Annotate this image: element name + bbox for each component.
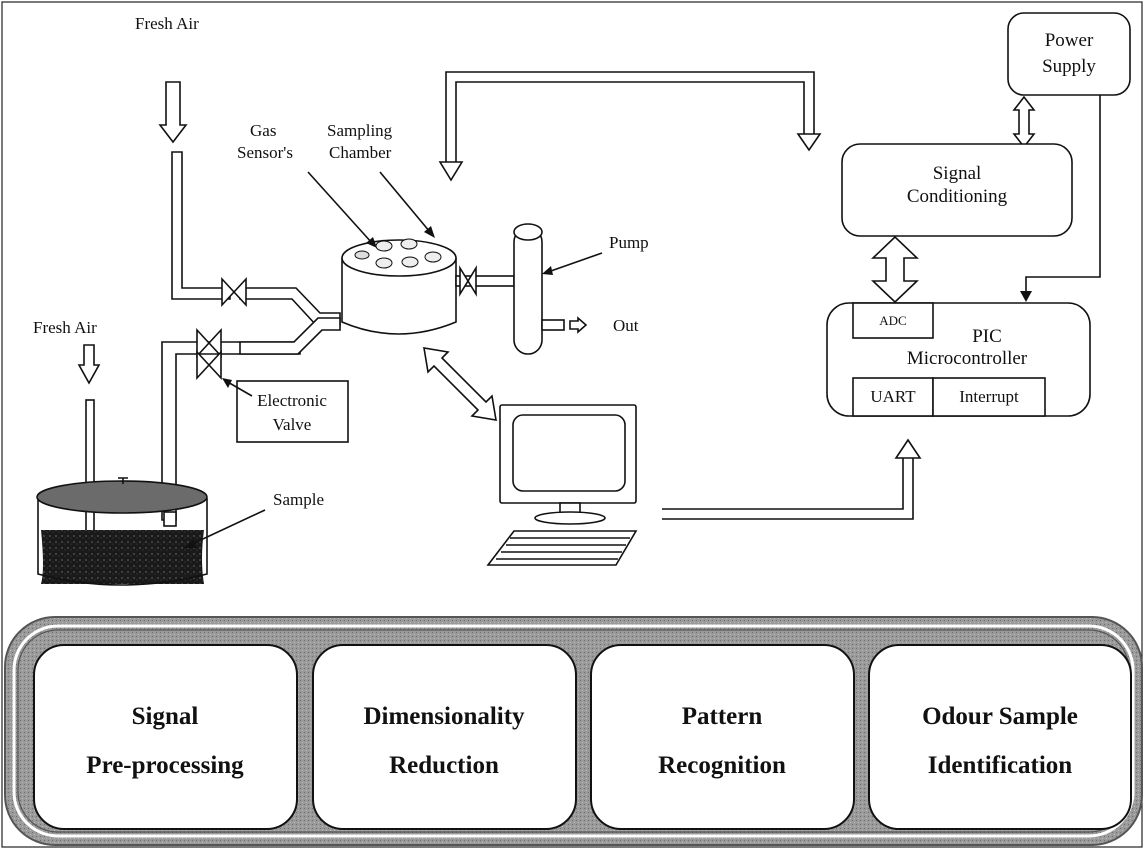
sampling-chamber-label-2: Chamber: [329, 143, 392, 162]
stage-signal-preprocessing: Signal Pre-processing: [33, 644, 298, 830]
stage-1-label-line1: Signal: [132, 703, 199, 730]
computer: [486, 404, 638, 566]
power-pic-line: [1020, 95, 1101, 302]
merge-pipes: [239, 287, 341, 355]
sampling-chamber: [341, 238, 457, 335]
sample-pointer: [184, 509, 266, 548]
gas-sensor-label-2: Sensor's: [237, 143, 293, 162]
stage-2-label-line2: Reduction: [389, 752, 499, 779]
pic-microcontroller-box: ADC PIC Microcontroller UART Interrupt: [826, 302, 1091, 417]
uart-label: UART: [870, 387, 916, 406]
stage-odour-sample-identification: Odour Sample Identification: [868, 644, 1132, 830]
gas-sensor-label-1: Gas: [250, 121, 276, 140]
valve-top: [221, 276, 247, 308]
fresh-air-left-arrow: [77, 344, 101, 385]
signal-conditioning-label-2: Conditioning: [907, 186, 1008, 207]
electronic-valve-label-1: Electronic: [257, 391, 327, 410]
pump-valve: [459, 265, 477, 297]
feedback-loop-arrow: [438, 71, 822, 182]
stage-dimensionality-reduction: Dimensionality Reduction: [312, 644, 577, 830]
adc-label: ADC: [879, 313, 906, 328]
interrupt-label: Interrupt: [959, 387, 1019, 406]
electronic-valve-pointer: [222, 378, 253, 397]
electronic-valve-box: Electronic Valve: [236, 380, 349, 443]
sampling-chamber-label-1: Sampling: [327, 121, 393, 140]
fresh-air-top-label: Fresh Air: [135, 14, 199, 33]
stage-4-label-line2: Identification: [928, 752, 1073, 779]
signal-conditioning-box: Signal Conditioning: [841, 143, 1073, 237]
stage-3-label-line2: Recognition: [658, 752, 786, 779]
pump: [513, 223, 588, 355]
valve-lower: [196, 327, 222, 381]
out-label: Out: [613, 316, 639, 335]
fresh-air-top-arrow: [158, 81, 188, 144]
pic-label-1: PIC: [972, 326, 1002, 347]
stage-1-label-line2: Pre-processing: [86, 752, 244, 779]
signal-pic-arrow: [871, 235, 919, 304]
sample-label: Sample: [273, 490, 324, 509]
top-inlet-pipe: [171, 151, 231, 300]
stage-4-label-line1: Odour Sample: [922, 703, 1078, 730]
stage-3-label-line1: Pattern: [682, 703, 763, 730]
fresh-air-left-label: Fresh Air: [33, 318, 97, 337]
sample-container: [36, 477, 208, 586]
signal-conditioning-label-1: Signal: [933, 163, 982, 184]
gas-sensor-pointer: [307, 171, 377, 248]
computer-pic-arrow: [662, 438, 922, 520]
stage-2-label-line1: Dimensionality: [363, 703, 525, 730]
power-supply-label-2: Supply: [1042, 56, 1096, 77]
stage-pattern-recognition: Pattern Recognition: [590, 644, 855, 830]
power-supply-label-1: Power: [1045, 30, 1094, 51]
power-signal-arrow: [1012, 95, 1036, 149]
pump-pointer: [542, 252, 603, 275]
power-supply-box: Power Supply: [1007, 12, 1131, 96]
pic-label-2: Microcontroller: [907, 348, 1028, 369]
pump-label: Pump: [609, 233, 649, 252]
electronic-valve-label-2: Valve: [273, 415, 312, 434]
chamber-computer-arrow: [423, 347, 497, 421]
sampling-chamber-pointer: [379, 171, 435, 238]
